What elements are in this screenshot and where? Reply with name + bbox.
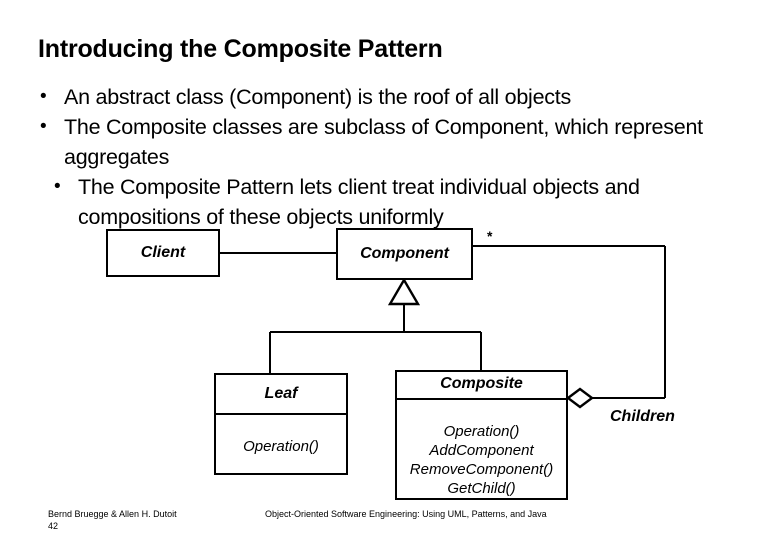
generalization-triangle-icon <box>387 277 421 306</box>
multiplicity-label: * <box>487 228 493 244</box>
slide-footer: Bernd Bruegge & Allen H. Dutoit 42 Objec… <box>0 508 780 540</box>
uml-class-name: Composite <box>397 372 566 400</box>
footer-book-title: Object-Oriented Software Engineering: Us… <box>265 509 547 519</box>
uml-operations: Operation() AddComponent RemoveComponent… <box>397 400 566 498</box>
association-role-label: Children <box>610 408 675 425</box>
page-title: Introducing the Composite Pattern <box>38 35 443 63</box>
aggregation-diamond-icon <box>566 387 594 409</box>
footer-page-number: 42 <box>48 521 59 531</box>
footer-authors: Bernd Bruegge & Allen H. Dutoit <box>48 509 177 519</box>
uml-operation: GetChild() <box>447 480 516 497</box>
uml-operations: Operation() <box>216 415 346 456</box>
list-item: • The Composite Pattern lets client trea… <box>40 172 750 232</box>
list-item-text: The Composite Pattern lets client treat … <box>78 175 640 229</box>
uml-class-name: Client <box>140 244 186 261</box>
uml-class-leaf[interactable]: Leaf Operation() <box>214 373 348 475</box>
list-item-text: The Composite classes are subclass of Co… <box>64 115 703 169</box>
bullet-icon: • <box>40 116 47 137</box>
bullet-icon: • <box>40 86 47 107</box>
uml-operation: RemoveComponent() <box>409 461 554 478</box>
uml-operation: Operation() <box>443 423 520 440</box>
bullet-icon: • <box>54 176 61 197</box>
uml-operation: AddComponent <box>429 442 534 459</box>
list-item: • The Composite classes are subclass of … <box>40 112 750 172</box>
uml-class-client[interactable]: Client <box>106 229 220 277</box>
uml-class-name: Component <box>360 245 449 262</box>
uml-class-composite[interactable]: Composite Operation() AddComponent Remov… <box>395 370 568 500</box>
bullet-list: • An abstract class (Component) is the r… <box>40 82 750 232</box>
uml-class-component[interactable]: Component <box>336 228 473 280</box>
uml-class-name: Leaf <box>216 375 346 415</box>
list-item: • An abstract class (Component) is the r… <box>40 82 750 112</box>
uml-operation: Operation() <box>243 438 319 455</box>
list-item-text: An abstract class (Component) is the roo… <box>64 85 572 109</box>
